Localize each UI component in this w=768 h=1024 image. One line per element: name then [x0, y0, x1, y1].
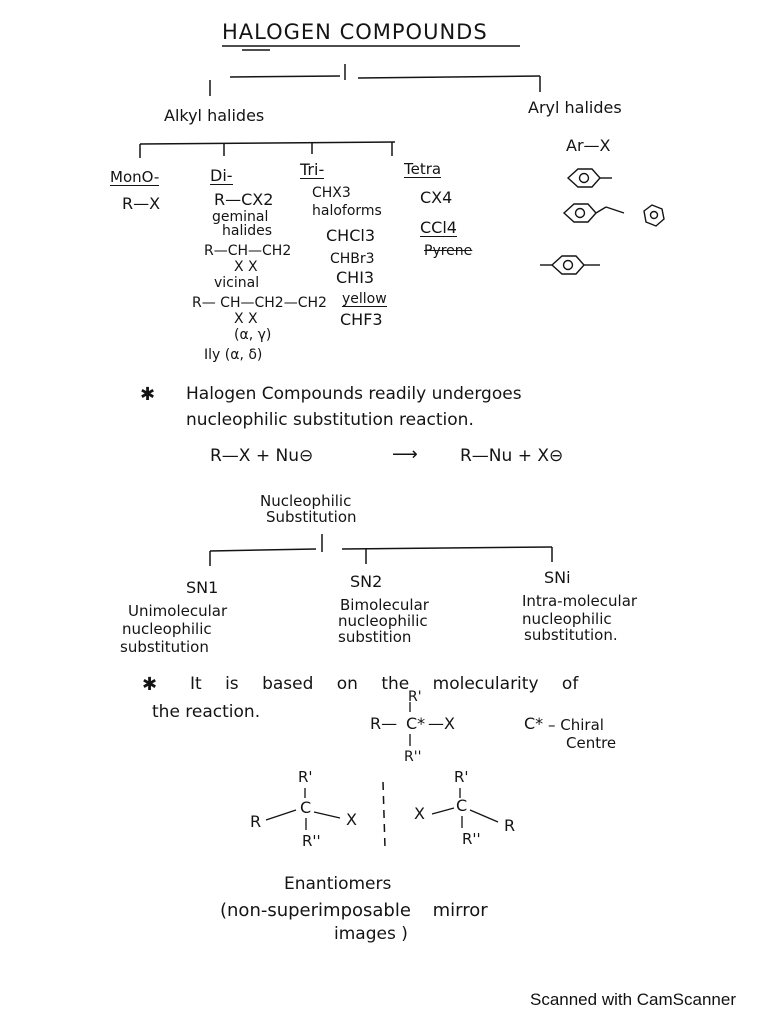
reaction-reactants: R—X + Nu⊖ [210, 446, 314, 466]
statement-line-1: Halogen Compounds readily undergoes [186, 384, 522, 404]
tetra-line-3: Pyrene [424, 243, 473, 259]
tri-line-1: CHX3 [312, 185, 351, 201]
enantiomers-line-1: (non-superimposable mirror [220, 900, 488, 921]
sn1-desc-1: Unimolecular [128, 602, 228, 620]
chiral-x: —X [428, 714, 455, 733]
page-title: HALOGEN COMPOUNDS [222, 20, 488, 44]
di-line-4: R—CH—CH2 [204, 243, 292, 259]
enantiomers-label: Enantiomers [284, 874, 392, 894]
statement-line-2: nucleophilic substitution reaction. [186, 410, 474, 430]
di-line-10: Ily (α, δ) [204, 347, 263, 363]
tetra-line-1: CX4 [420, 188, 453, 207]
chiral-label-1: – Chiral [548, 716, 604, 734]
sn1-desc-3: substitution [120, 638, 209, 656]
di-line-2: geminal [212, 209, 269, 225]
tri-line-6: yellow [342, 291, 387, 307]
tri-line-5: CHI3 [336, 268, 375, 287]
chiral-carbon: C* [406, 714, 426, 733]
right-r2: R'' [462, 830, 481, 848]
left-r1: R' [298, 768, 313, 786]
note-line-2: the reaction. [152, 702, 261, 722]
note-line-1: It is based on the molecularity of [190, 674, 579, 694]
left-r2: R'' [302, 832, 321, 850]
chiral-label-2: Centre [566, 734, 617, 752]
tri-line-4: CHBr3 [330, 251, 375, 267]
di-line-5: X X [234, 259, 258, 275]
reaction-arrow: ⟶ [392, 444, 418, 465]
right-r: R [504, 816, 516, 835]
mono-formula: R—X [122, 194, 161, 213]
di-line-8: X X [234, 311, 258, 327]
sni-desc-1: Intra-molecular [522, 592, 638, 610]
right-r1: R' [454, 768, 469, 786]
sn2-desc-3: substition [338, 628, 412, 646]
aryl-halides-heading: Aryl halides [528, 98, 622, 117]
reaction-products: R—Nu + X⊖ [460, 446, 564, 466]
tetra-line-2: CCl4 [420, 218, 457, 237]
tri-line-7: CHF3 [340, 310, 383, 329]
tri-line-3: CHCl3 [326, 226, 375, 245]
tri-line-2: haloforms [312, 203, 382, 219]
substitution-heading-1: Nucleophilic [260, 492, 352, 510]
mono-label: MonO- [110, 168, 160, 186]
sni-name: SNi [544, 568, 571, 587]
di-line-6: vicinal [214, 275, 260, 291]
di-line-9: (α, γ) [234, 327, 272, 343]
tri-label: Tri- [300, 160, 325, 179]
enantiomers-line-2: images ) [334, 924, 408, 944]
chiral-symbol: C* [524, 714, 544, 733]
camscanner-footer: Scanned with CamScanner [529, 990, 736, 1009]
sni-desc-2: nucleophilic [522, 610, 612, 628]
di-label: Di- [210, 166, 233, 185]
sn1-desc-2: nucleophilic [122, 620, 212, 638]
right-c: C [456, 796, 468, 815]
chiral-r: R— [370, 714, 398, 733]
sn2-desc-1: Bimolecular [340, 596, 429, 614]
sni-desc-3: substitution. [524, 626, 618, 644]
chiral-r2: R'' [404, 749, 422, 765]
left-c: C [300, 798, 312, 817]
tetra-label: Tetra [404, 160, 442, 178]
right-x: X [414, 804, 425, 823]
sn2-name: SN2 [350, 572, 383, 591]
di-line-3: halides [222, 223, 273, 239]
aryl-ring-sketches [540, 168, 665, 275]
statement-bullet: ✱ [140, 384, 156, 405]
di-line-7: R— CH—CH2—CH2 [192, 295, 327, 311]
alkyl-halides-heading: Alkyl halides [164, 106, 265, 125]
sn1-name: SN1 [186, 578, 219, 597]
note-bullet: ✱ [142, 674, 158, 695]
aryl-formula: Ar—X [566, 136, 611, 155]
chiral-r1: R' [408, 689, 422, 705]
substitution-heading-2: Substitution [266, 508, 357, 526]
di-line-1: R—CX2 [214, 190, 274, 209]
left-r: R [250, 812, 262, 831]
sn2-desc-2: nucleophilic [338, 612, 428, 630]
left-x: X [346, 810, 357, 829]
